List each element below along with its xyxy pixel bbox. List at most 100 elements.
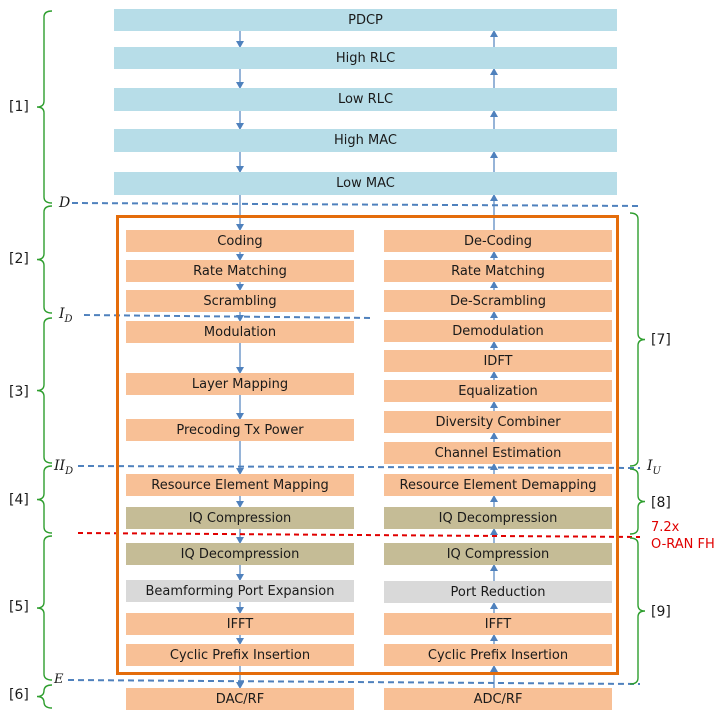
ul-decoding-label: De-Coding — [463, 233, 533, 249]
ul-channel-estimation-label: Channel Estimation — [434, 445, 562, 461]
adc-rf-label: ADC/RF — [473, 691, 523, 707]
ul-ifft-block: IFFT — [384, 613, 612, 635]
split-label-iid-sub: D — [65, 465, 74, 477]
ul-equalization-label: Equalization — [458, 383, 538, 399]
brace-3 — [36, 317, 53, 464]
split-label-id-base: I — [59, 306, 65, 322]
dl-iq-compression-block: IQ Compression — [126, 507, 354, 529]
brace-9 — [629, 537, 646, 685]
ul-diversity-combiner-block: Diversity Combiner — [384, 411, 612, 433]
dl-rate-matching-block: Rate Matching — [126, 260, 354, 282]
ul-idft-block: IDFT — [384, 350, 612, 372]
dl-scrambling-block: Scrambling — [126, 290, 354, 312]
pdcp-block: PDCP — [114, 9, 617, 31]
dl-scrambling-label: Scrambling — [203, 293, 277, 309]
ul-iq-decompression-label: IQ Decompression — [438, 510, 558, 526]
fronthaul-line — [77, 532, 641, 538]
dl-re-mapping-block: Resource Element Mapping — [126, 474, 354, 496]
ul-iq-compression-label: IQ Compression — [446, 546, 550, 562]
ul-equalization-block: Equalization — [384, 380, 612, 402]
bracket-label-8: [8] — [651, 495, 671, 511]
low-rlc-label: Low RLC — [337, 92, 394, 107]
phy-frame — [116, 215, 619, 675]
dl-beamforming-label: Beamforming Port Expansion — [145, 583, 335, 599]
ul-re-demapping-block: Resource Element Demapping — [384, 474, 612, 496]
adc-rf-block: ADC/RF — [384, 688, 612, 710]
dac-rf-block: DAC/RF — [126, 688, 354, 710]
ul-descrambling-block: De-Scrambling — [384, 290, 612, 312]
ul-port-reduction-label: Port Reduction — [450, 584, 546, 600]
ul-iq-compression-block: IQ Compression — [384, 543, 612, 565]
split-line-e — [67, 679, 641, 685]
dl-coding-label: Coding — [217, 233, 263, 249]
brace-1 — [36, 10, 53, 204]
split-label-iu-sub: U — [652, 465, 661, 477]
brace-8 — [629, 468, 646, 535]
ul-cp-insertion-label: Cyclic Prefix Insertion — [427, 647, 569, 663]
dl-coding-block: Coding — [126, 230, 354, 252]
dl-modulation-label: Modulation — [203, 324, 277, 340]
split-label-iid-base: II — [54, 458, 66, 474]
low-rlc-block: Low RLC — [114, 88, 617, 111]
brace-4 — [36, 465, 53, 534]
dl-layer-mapping-label: Layer Mapping — [191, 376, 289, 392]
ul-descrambling-label: De-Scrambling — [449, 293, 547, 309]
brace-6 — [36, 684, 53, 709]
brace-5 — [36, 535, 53, 681]
dl-re-mapping-label: Resource Element Mapping — [151, 477, 329, 493]
ul-decoding-block: De-Coding — [384, 230, 612, 252]
pdcp-label: PDCP — [348, 12, 383, 28]
split-label-iu-base: I — [647, 458, 653, 474]
bracket-label-5: [5] — [9, 599, 29, 615]
split-line-id — [83, 314, 373, 319]
split-label-d: D — [59, 195, 71, 211]
ul-idft-label: IDFT — [483, 353, 513, 369]
bracket-label-9: [9] — [651, 604, 671, 620]
dl-ifft-block: IFFT — [126, 613, 354, 635]
fh-label-line1: 7.2x — [651, 520, 680, 535]
dl-rate-matching-label: Rate Matching — [193, 263, 287, 279]
split-label-id: ID — [59, 306, 73, 325]
ul-demodulation-block: Demodulation — [384, 320, 612, 342]
ul-ifft-label: IFFT — [484, 616, 512, 632]
ul-channel-estimation-block: Channel Estimation — [384, 442, 612, 464]
brace-2 — [36, 205, 53, 314]
dl-cp-insertion-block: Cyclic Prefix Insertion — [126, 644, 354, 666]
bracket-label-6: [6] — [9, 687, 29, 703]
high-mac-block: High MAC — [114, 129, 617, 152]
dl-iq-decompression-block: IQ Decompression — [126, 543, 354, 565]
dl-ifft-label: IFFT — [226, 616, 254, 632]
bracket-label-7: [7] — [651, 332, 671, 348]
dl-cp-insertion-label: Cyclic Prefix Insertion — [169, 647, 311, 663]
dl-iq-compression-label: IQ Compression — [188, 510, 292, 526]
split-label-iu: IU — [647, 458, 661, 477]
dl-iq-decompression-label: IQ Decompression — [180, 546, 300, 562]
dl-precoding-label: Precoding Tx Power — [176, 422, 304, 438]
bracket-label-2: [2] — [9, 251, 29, 267]
ul-rate-matching-block: Rate Matching — [384, 260, 612, 282]
ul-demodulation-label: Demodulation — [452, 323, 544, 339]
brace-7 — [629, 212, 646, 467]
low-mac-block: Low MAC — [114, 172, 617, 195]
fh-label-line2: O-RAN FH — [651, 537, 715, 552]
bracket-label-4: [4] — [9, 492, 29, 508]
split-label-e: E — [54, 672, 64, 687]
high-mac-label: High MAC — [334, 133, 397, 148]
ul-iq-decompression-block: IQ Decompression — [384, 507, 612, 529]
split-line-iid-iu — [77, 465, 641, 469]
ul-rate-matching-label: Rate Matching — [451, 263, 545, 279]
bracket-label-3: [3] — [9, 384, 29, 400]
dl-beamforming-block: Beamforming Port Expansion — [126, 580, 354, 602]
bracket-label-1: [1] — [9, 99, 29, 115]
ul-port-reduction-block: Port Reduction — [384, 581, 612, 603]
high-rlc-block: High RLC — [114, 47, 617, 69]
ul-diversity-combiner-label: Diversity Combiner — [435, 414, 561, 430]
split-label-iid: IID — [54, 458, 73, 477]
ul-cp-insertion-block: Cyclic Prefix Insertion — [384, 644, 612, 666]
split-line-d — [71, 202, 641, 207]
dac-rf-label: DAC/RF — [215, 691, 265, 707]
dl-layer-mapping-block: Layer Mapping — [126, 373, 354, 395]
ul-re-demapping-label: Resource Element Demapping — [399, 477, 597, 493]
